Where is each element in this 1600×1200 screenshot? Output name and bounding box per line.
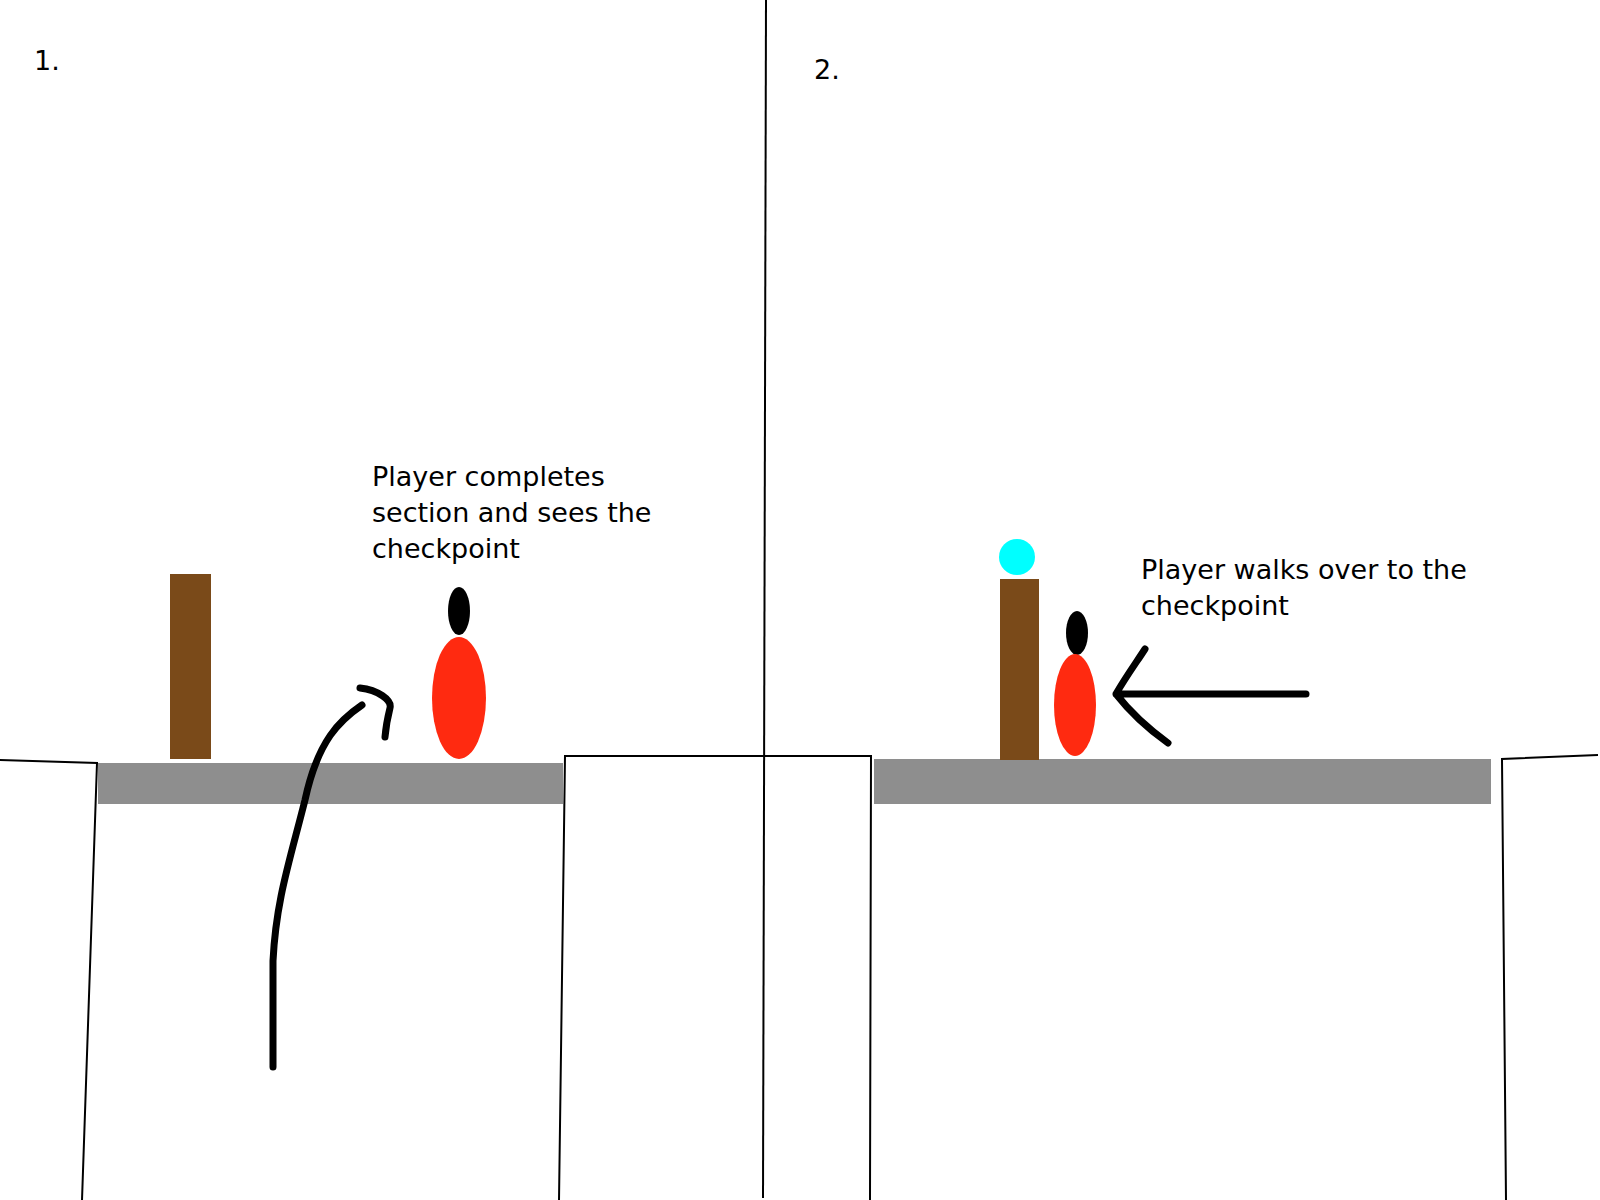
- player-head: [1066, 611, 1088, 655]
- platform: [98, 763, 563, 804]
- player-body: [432, 637, 486, 759]
- checkpoint-post: [1000, 579, 1039, 760]
- terrain-outline: [1502, 755, 1598, 1200]
- panel-number: 2.: [814, 52, 894, 88]
- checkpoint-orb: [999, 539, 1035, 575]
- terrain-outline: [559, 756, 871, 1200]
- panel-divider: [763, 0, 766, 1198]
- checkpoint-post: [170, 574, 211, 759]
- walk-arrow: [1116, 649, 1306, 743]
- player-body: [1054, 654, 1096, 756]
- panel-number: 1.: [34, 43, 114, 79]
- terrain-outline: [0, 760, 97, 1200]
- player-head: [448, 587, 470, 635]
- platform: [874, 759, 1491, 804]
- caption-note: Player completes section and sees the ch…: [372, 459, 672, 567]
- jump-arrow: [273, 688, 390, 1067]
- caption-note: Player walks over to the checkpoint: [1141, 552, 1561, 624]
